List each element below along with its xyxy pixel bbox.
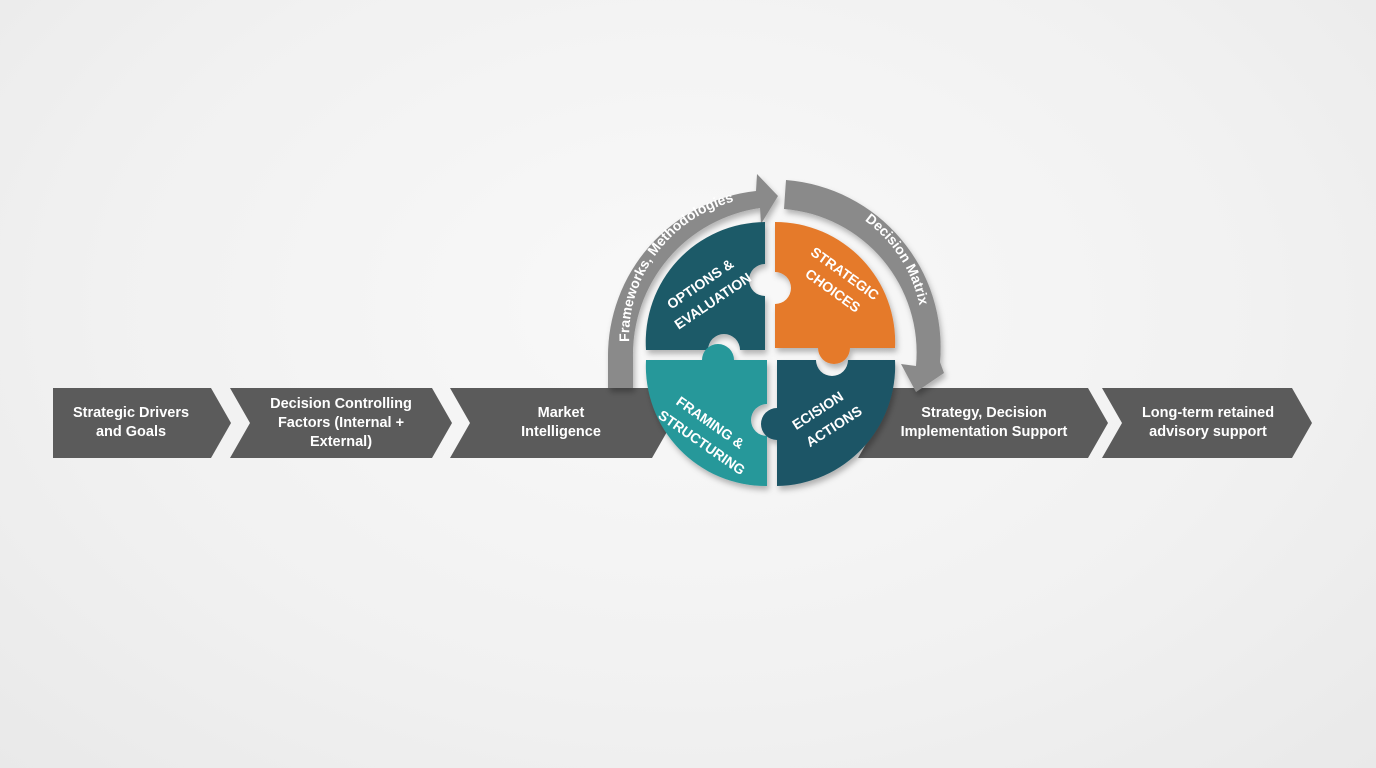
flow-step-strategic-drivers: Strategic Drivers and Goals [53,388,231,458]
flow-step-label: Long-term retained advisory support [1141,405,1275,440]
flow-step-market-intelligence: Market Intelligence [450,388,672,458]
flow-step-label: Decision Controlling Factors (Internal +… [270,395,412,450]
puzzle-piece-decision [761,360,896,486]
puzzle-piece-framing [645,344,767,487]
flow-step-retained-advisory: Long-term retained advisory support [1102,388,1312,458]
flow-step-label: Market Intelligence [521,405,601,440]
puzzle-piece-strategic-choices [775,221,896,364]
flow-step-label: Strategic Drivers and Goals [72,405,190,440]
arc-decision-matrix [784,180,944,392]
arc-frameworks [607,174,778,388]
puzzle-piece-options [645,222,765,350]
flow-step-decision-factors: Decision Controlling Factors (Internal +… [230,388,452,458]
